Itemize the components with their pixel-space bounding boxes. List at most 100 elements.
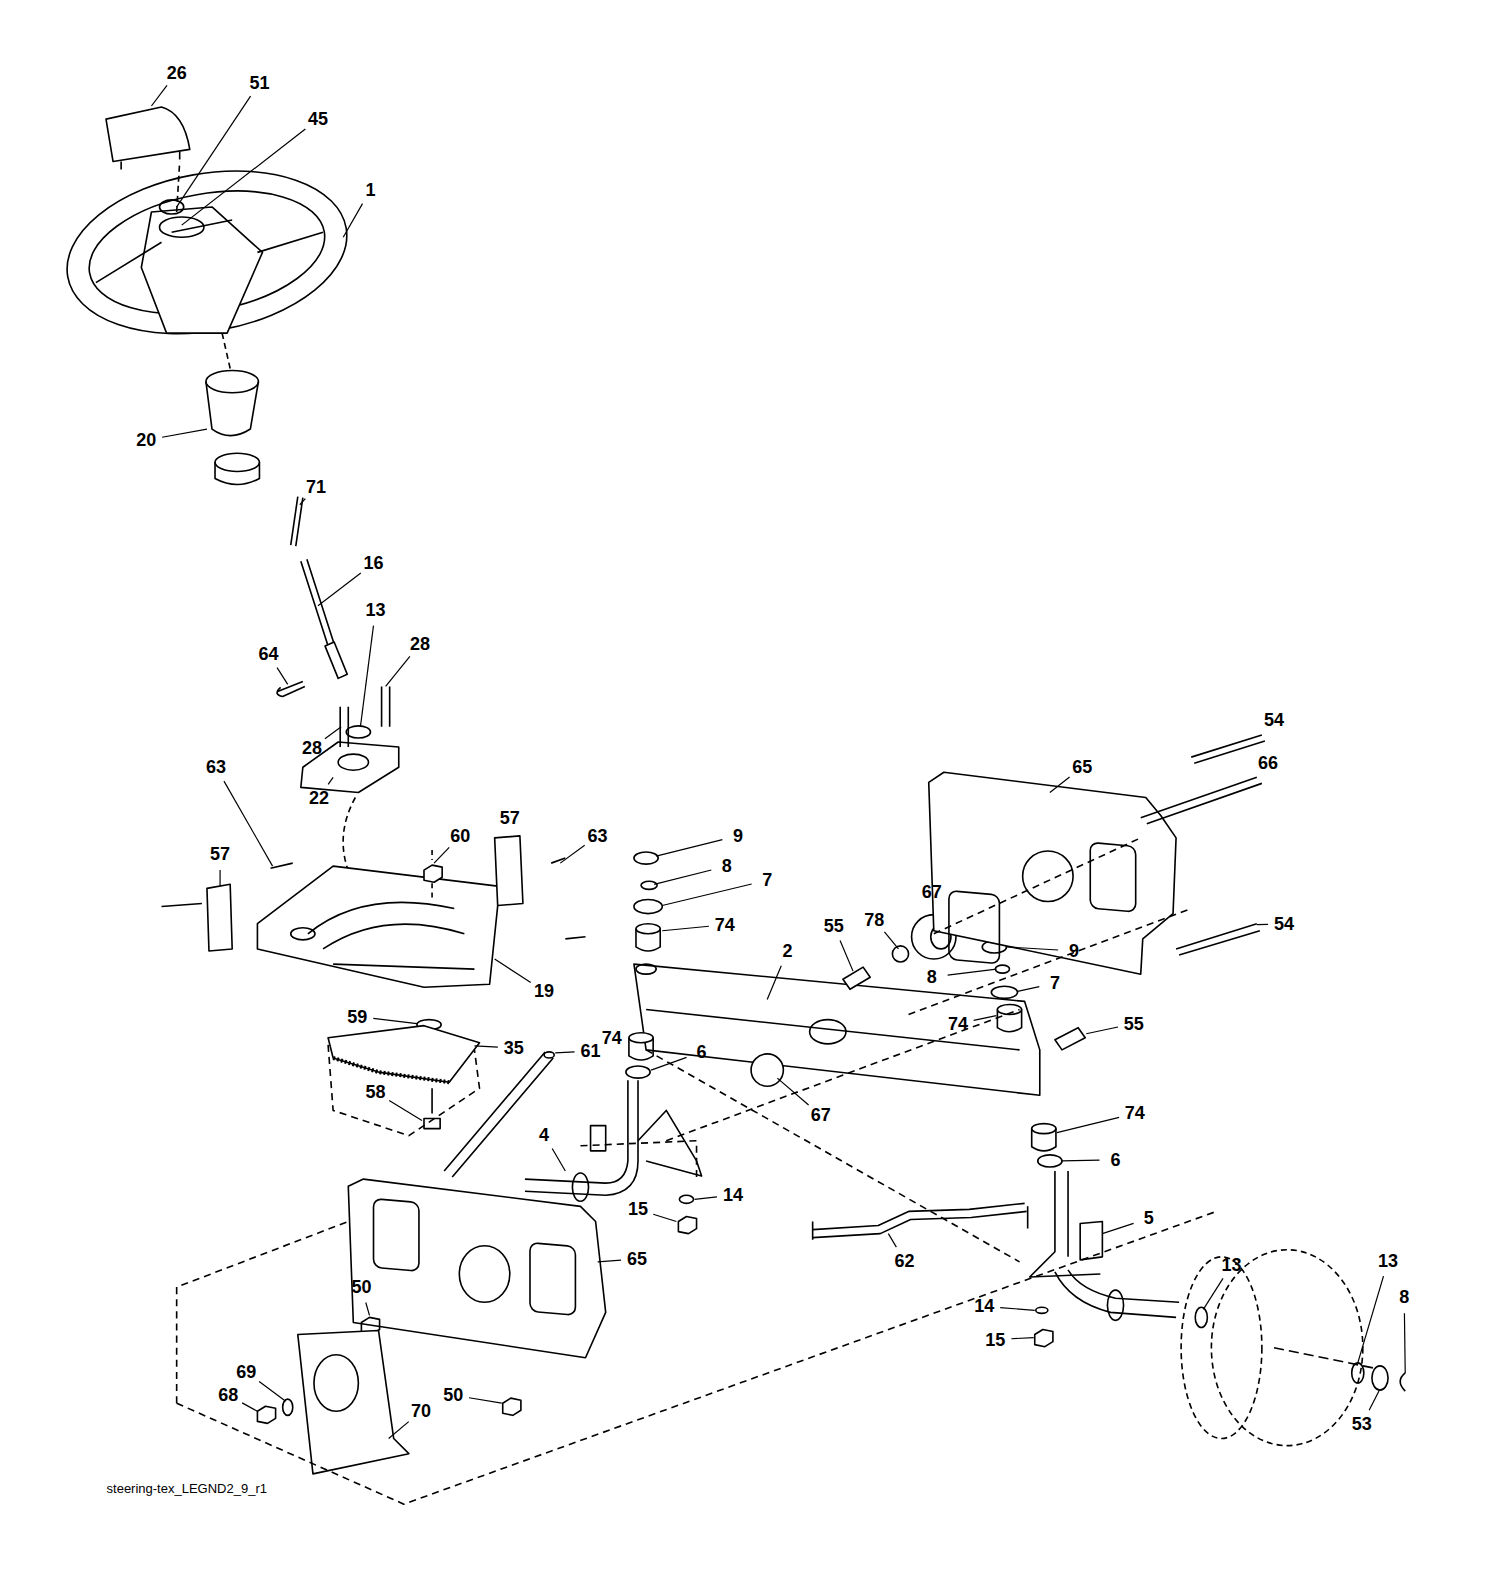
leader-line xyxy=(318,573,361,606)
leader-line xyxy=(651,1057,686,1070)
callout-number: 63 xyxy=(588,827,608,845)
leader-line xyxy=(1369,1391,1379,1410)
callout-number: 1 xyxy=(365,181,375,199)
leader-line xyxy=(560,845,584,863)
callout-number: 26 xyxy=(167,64,187,82)
callout-number: 74 xyxy=(1125,1104,1145,1122)
leader-line xyxy=(389,1422,409,1439)
leader-line xyxy=(224,781,273,866)
callout-number: 13 xyxy=(1378,1252,1398,1270)
callout-number: 65 xyxy=(1072,758,1092,776)
callout-number: 57 xyxy=(500,809,520,827)
callout-number: 4 xyxy=(539,1126,549,1144)
leader-line xyxy=(555,1052,574,1053)
callout-number: 28 xyxy=(410,635,430,653)
callout-number: 69 xyxy=(236,1363,256,1381)
leader-line xyxy=(662,926,709,931)
leader-line xyxy=(767,966,781,1000)
callout-number: 7 xyxy=(1050,974,1060,992)
callout-number: 63 xyxy=(206,758,226,776)
callout-number: 9 xyxy=(1069,942,1079,960)
leader-line xyxy=(884,932,898,949)
leader-line xyxy=(343,204,362,238)
callout-number: 74 xyxy=(948,1015,968,1033)
callout-number: 58 xyxy=(366,1083,386,1101)
callout-number: 59 xyxy=(347,1008,367,1026)
callout-number: 20 xyxy=(136,431,156,449)
leader-line xyxy=(177,96,251,207)
callout-number: 6 xyxy=(697,1043,707,1061)
callout-number: 6 xyxy=(1110,1151,1120,1169)
leader-line xyxy=(434,847,449,863)
callout-number: 57 xyxy=(210,845,230,863)
leader-line xyxy=(777,1078,808,1105)
leader-line xyxy=(328,777,333,784)
callout-number: 55 xyxy=(824,917,844,935)
leader-line xyxy=(552,1148,565,1171)
callout-number: 70 xyxy=(411,1402,431,1420)
callout-number: 5 xyxy=(1144,1209,1154,1227)
leader-line xyxy=(662,884,751,905)
leader-line xyxy=(1018,987,1040,992)
callout-number: 64 xyxy=(259,645,279,663)
leader-line xyxy=(1203,1278,1223,1309)
callout-number: 8 xyxy=(927,968,937,986)
leader-line xyxy=(495,959,531,983)
callout-number: 71 xyxy=(306,478,326,496)
leader-line xyxy=(182,129,306,225)
leader-line xyxy=(1102,1223,1133,1233)
leader-line xyxy=(360,626,373,727)
callout-number: 8 xyxy=(722,857,732,875)
leader-line xyxy=(162,429,207,437)
callout-number: 51 xyxy=(249,74,269,92)
leader-line xyxy=(1257,924,1268,926)
callout-number: 50 xyxy=(443,1386,463,1404)
leader-line xyxy=(1086,1027,1118,1034)
callout-number: 68 xyxy=(218,1386,238,1404)
leader-line xyxy=(389,1101,422,1121)
leader-line xyxy=(656,840,722,856)
leader-line xyxy=(259,1381,286,1401)
callout-number: 66 xyxy=(1258,754,1278,772)
leader-line xyxy=(840,940,853,971)
leader-line xyxy=(1050,777,1070,792)
callout-number: 8 xyxy=(1399,1288,1409,1306)
callout-number: 15 xyxy=(985,1331,1005,1349)
leader-line xyxy=(469,1398,502,1403)
leader-line xyxy=(1062,1160,1100,1162)
callout-number: 67 xyxy=(811,1106,831,1124)
callout-number: 65 xyxy=(627,1250,647,1268)
callout-number: 67 xyxy=(922,883,942,901)
callout-number: 54 xyxy=(1274,915,1294,933)
callout-number: 15 xyxy=(628,1200,648,1218)
leader-line xyxy=(974,1016,997,1021)
leader-line xyxy=(1404,1313,1406,1373)
callout-number: 61 xyxy=(581,1042,601,1060)
leader-line xyxy=(373,1018,417,1023)
callout-number: 45 xyxy=(308,110,328,128)
leader-line xyxy=(1358,1276,1384,1363)
leader-line xyxy=(219,870,220,886)
leader-line xyxy=(653,1214,676,1221)
callout-number: 54 xyxy=(1264,711,1284,729)
callout-number: 9 xyxy=(733,827,743,845)
leader-line xyxy=(1011,1338,1033,1339)
callout-number: 2 xyxy=(782,942,792,960)
callout-number: 62 xyxy=(894,1252,914,1270)
leader-line xyxy=(366,1302,370,1315)
leader-line xyxy=(151,85,167,106)
callout-number: 78 xyxy=(864,911,884,929)
callout-number: 50 xyxy=(351,1278,371,1296)
leader-line xyxy=(598,1260,621,1262)
leader-line xyxy=(695,1197,717,1199)
leader-line xyxy=(277,668,288,685)
callout-number: 13 xyxy=(1222,1256,1242,1274)
leader-line xyxy=(474,1046,497,1047)
leader-line xyxy=(1057,1117,1119,1132)
callout-number: 53 xyxy=(1352,1415,1372,1433)
callout-number: 55 xyxy=(1124,1015,1144,1033)
callout-number: 74 xyxy=(715,916,735,934)
leader-line xyxy=(325,727,341,739)
leader-line xyxy=(242,1403,257,1411)
